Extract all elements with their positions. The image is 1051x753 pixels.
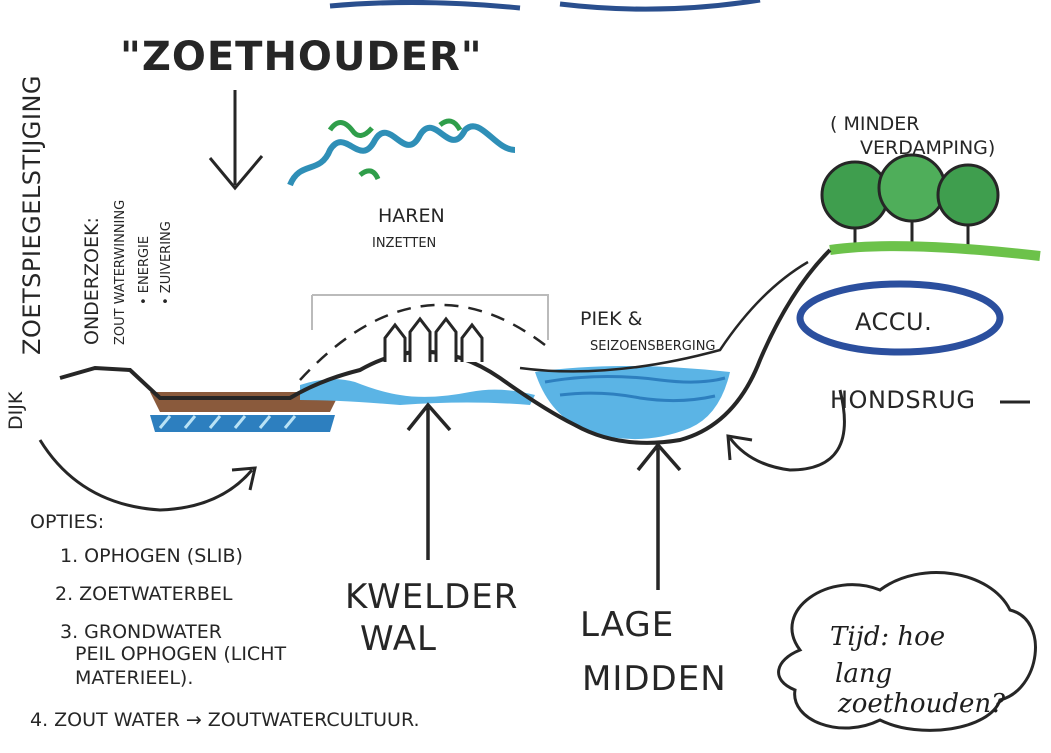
option-item: PEIL OPHOGEN (LICHT: [75, 643, 286, 665]
house-icon: [408, 316, 432, 362]
tree-icon: [936, 163, 1000, 227]
note-line: lang: [835, 659, 892, 689]
left-water-band: [150, 415, 335, 432]
label-verdamping: VERDAMPING): [860, 137, 995, 159]
diagram-title: "ZOETHOUDER": [120, 34, 483, 80]
lage-midden-water: [535, 366, 730, 440]
label-zoetspiegel: ZOETSPIEGELSTIJGING: [18, 75, 46, 355]
label-lage: LAGE: [580, 605, 674, 645]
seaweed-scribble: [287, 123, 516, 187]
houses: [383, 316, 484, 362]
label-seizoensberging: SEIZOENSBERGING: [590, 339, 716, 354]
options-heading: OPTIES:: [30, 511, 104, 533]
label-piek: PIEK &: [580, 308, 643, 330]
label-haren: HAREN: [378, 205, 445, 227]
kwelder-up-arrow: [406, 402, 452, 560]
down-arrow: [208, 90, 264, 191]
hondsrug-curved-arrow: [726, 389, 846, 472]
seaweed-green-scribble: [327, 118, 463, 181]
tree-icon: [820, 160, 890, 230]
left-curved-arrow: [38, 439, 257, 512]
note-line: zoethouden?: [837, 689, 1006, 719]
label-midden: MIDDEN: [582, 659, 727, 699]
label-hondsrug: HONDSRUG: [830, 386, 975, 414]
option-item: 3. GRONDWATER: [60, 621, 222, 643]
trees: [820, 153, 1041, 261]
house-icon: [434, 316, 458, 362]
label-zuivering: • ZUIVERING: [159, 221, 174, 305]
label-zoutwaterwinning: ZOUT WATERWINNING: [113, 200, 128, 345]
tree-icon: [877, 153, 947, 223]
label-wal: WAL: [360, 619, 437, 659]
label-energie: • ENERGIE: [137, 236, 152, 305]
option-item: MATERIEEL).: [75, 667, 193, 689]
note-bubble: [777, 571, 1037, 732]
note-line: Tijd: hoe: [830, 622, 945, 652]
lage-midden-up-arrow: [636, 442, 682, 590]
label-dijk: DIJK: [5, 391, 27, 430]
label-accu: ACCU.: [855, 308, 932, 336]
kwelder-water: [300, 379, 535, 405]
top-edge-scribble: [329, 0, 761, 12]
dashed-arc: [299, 303, 546, 381]
label-inzetten: INZETTEN: [372, 236, 436, 251]
option-item: 2. ZOETWATERBEL: [55, 583, 233, 605]
landscape-profile: [59, 248, 832, 445]
label-onderzoek: ONDERZOEK:: [81, 217, 103, 345]
house-icon: [383, 322, 407, 362]
label-kwelder: KWELDER: [345, 577, 518, 617]
arc-rectangle: [311, 294, 549, 340]
label-minder: ( MINDER: [830, 113, 920, 135]
option-item: 4. ZOUT WATER → ZOUTWATERCULTUUR.: [30, 709, 420, 731]
option-item: 1. OPHOGEN (SLIB): [60, 545, 243, 567]
accu-ellipse: [796, 280, 1004, 356]
house-icon: [460, 322, 484, 362]
